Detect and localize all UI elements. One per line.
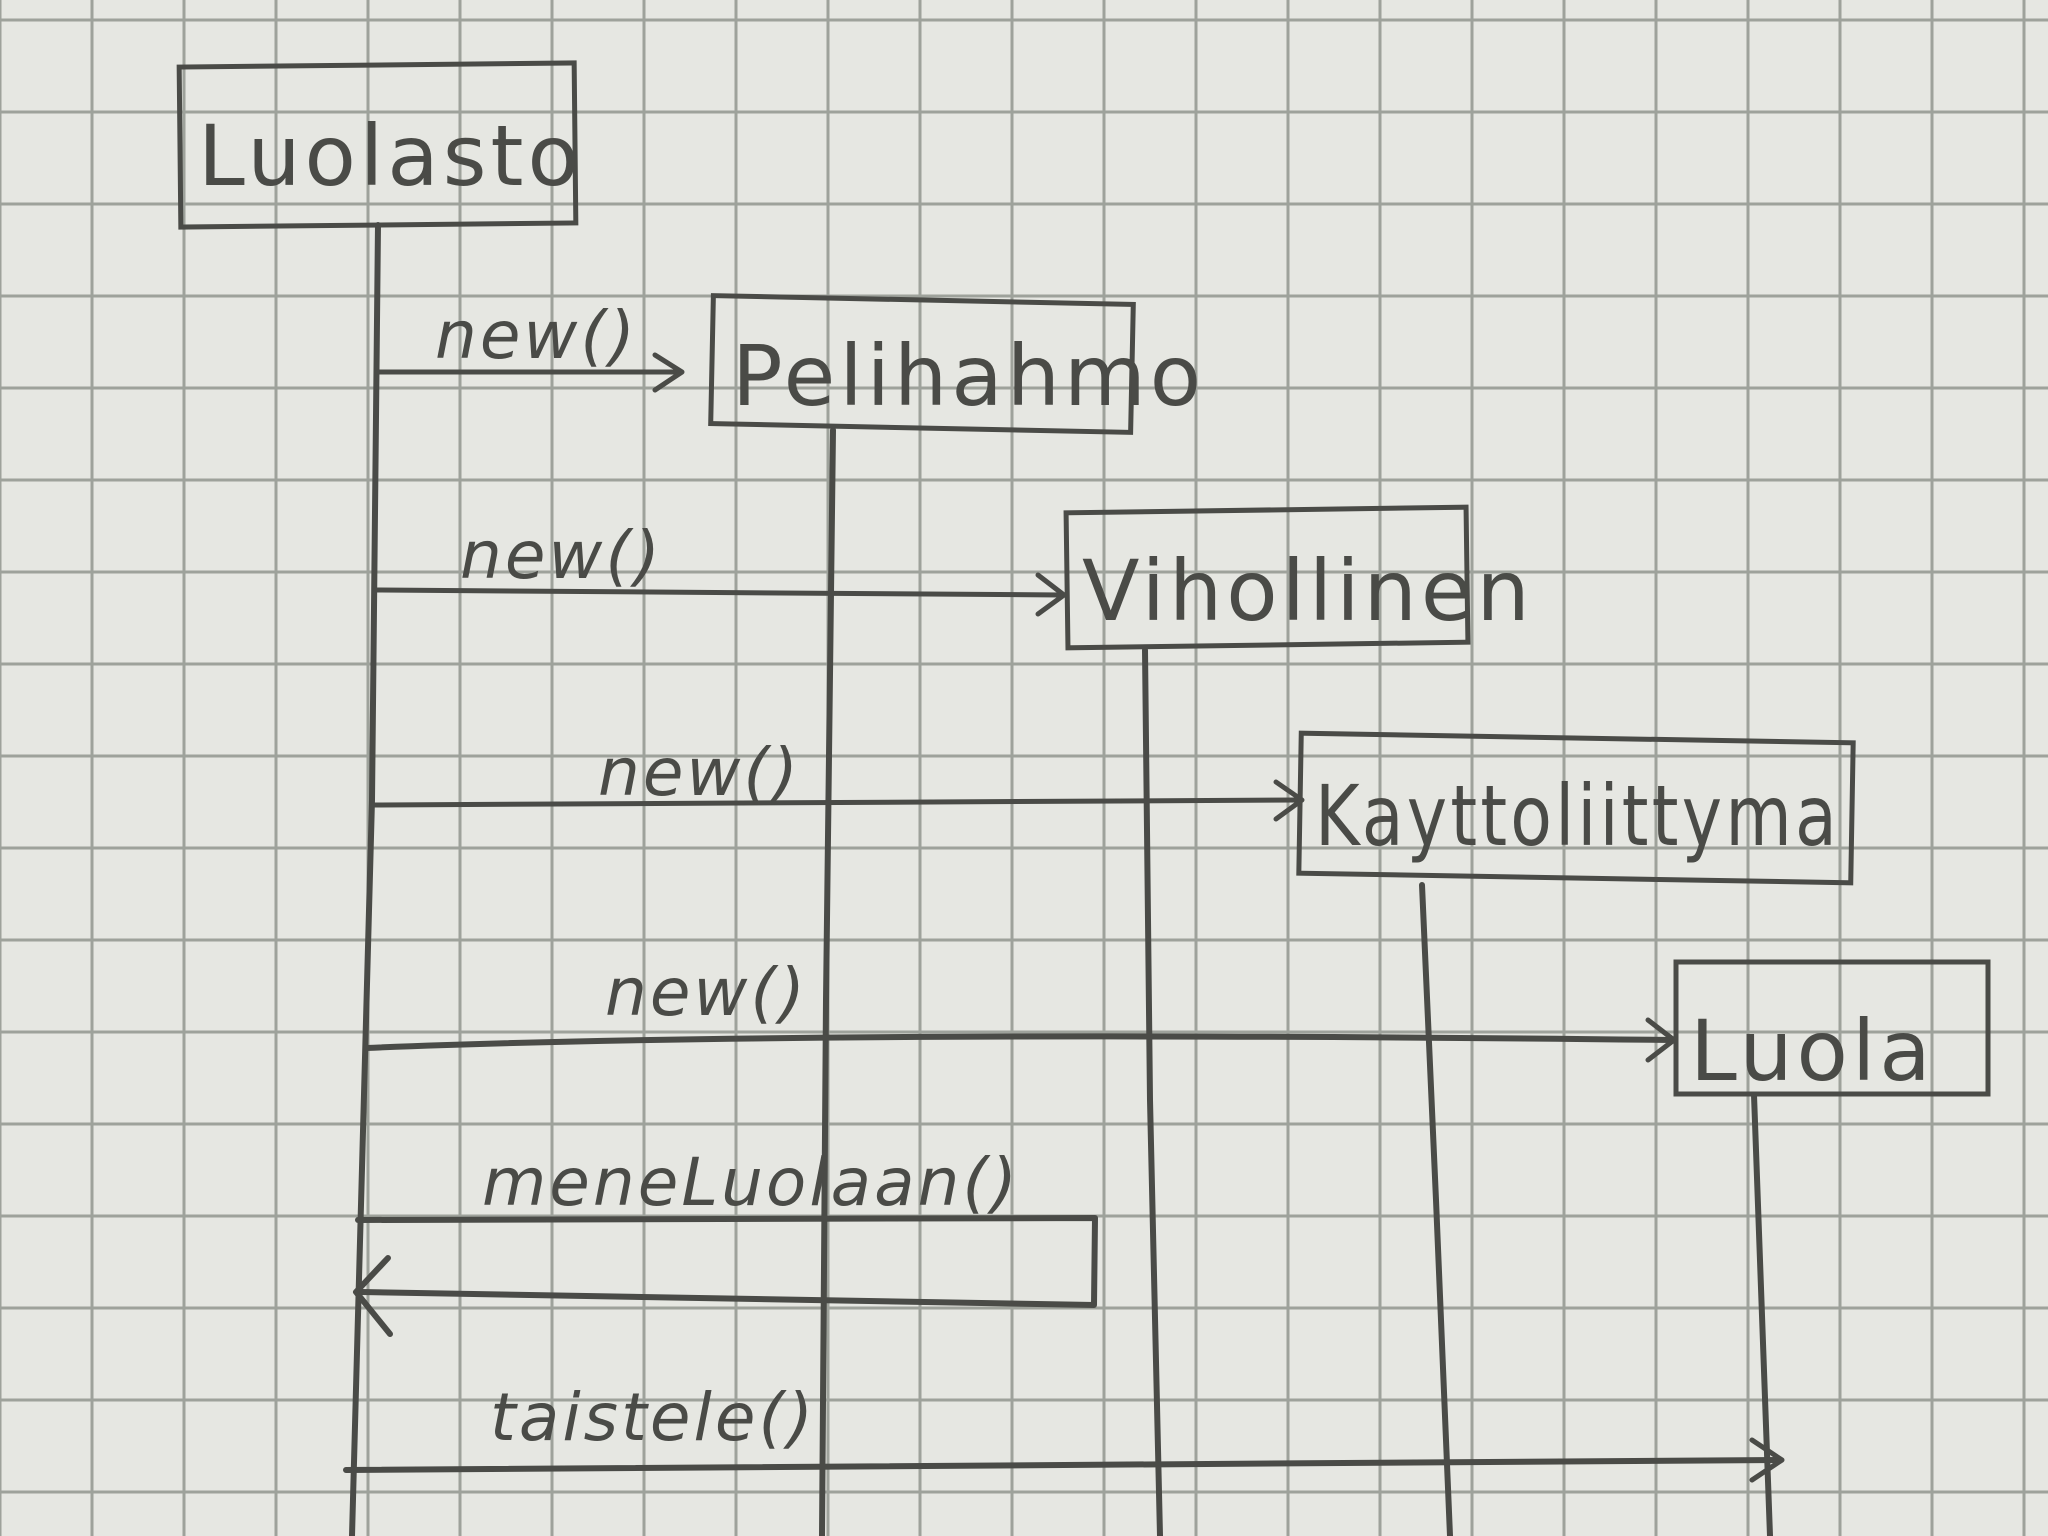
message-new-luola: new() (363, 954, 1677, 1063)
object-label-vihollinen: Vihollinen (1082, 542, 1534, 640)
message-taistele: taistele() (343, 1379, 1785, 1483)
object-label-luola: Luola (1690, 1002, 1935, 1100)
message-label-new-vihollinen: new() (460, 517, 663, 594)
arrowhead-icon (652, 352, 685, 393)
arrowhead-icon (1035, 572, 1067, 617)
object-box-pelihahmo: Pelihahmo (708, 293, 1205, 435)
message-label-new-kayttoliittyma: new() (598, 734, 801, 811)
message-label-new-pelihahmo: new() (435, 297, 638, 374)
lifeline-kayttoliittyma (1419, 882, 1453, 1536)
lifeline-pelihahmo (819, 427, 836, 1536)
message-new-pelihahmo: new() (375, 297, 685, 393)
arrowhead-icon (353, 1255, 393, 1337)
object-box-kayttoliittyma: Kayttoliittyma (1296, 730, 1856, 886)
message-mene-luolaan: meneLuolaan() (353, 1144, 1098, 1337)
object-box-vihollinen: Vihollinen (1063, 504, 1534, 651)
arrowhead-icon (1273, 779, 1305, 822)
object-box-luolasto: Luolasto (176, 60, 583, 230)
arrowhead-icon (1749, 1437, 1785, 1483)
lifeline-vihollinen (1142, 647, 1163, 1536)
message-label-new-luola: new() (605, 954, 808, 1031)
message-label-mene-luolaan: meneLuolaan() (482, 1144, 1020, 1221)
object-label-kayttoliittyma: Kayttoliittyma (1315, 767, 1840, 865)
message-new-vihollinen: new() (373, 517, 1067, 617)
message-new-kayttoliittyma: new() (371, 734, 1305, 822)
arrowhead-icon (1645, 1017, 1677, 1063)
object-label-pelihahmo: Pelihahmo (732, 327, 1205, 425)
object-label-luolasto: Luolasto (198, 107, 583, 205)
message-label-taistele: taistele() (490, 1379, 816, 1456)
object-box-luola: Luola (1673, 959, 1991, 1100)
lifeline-luolasto (349, 222, 381, 1536)
